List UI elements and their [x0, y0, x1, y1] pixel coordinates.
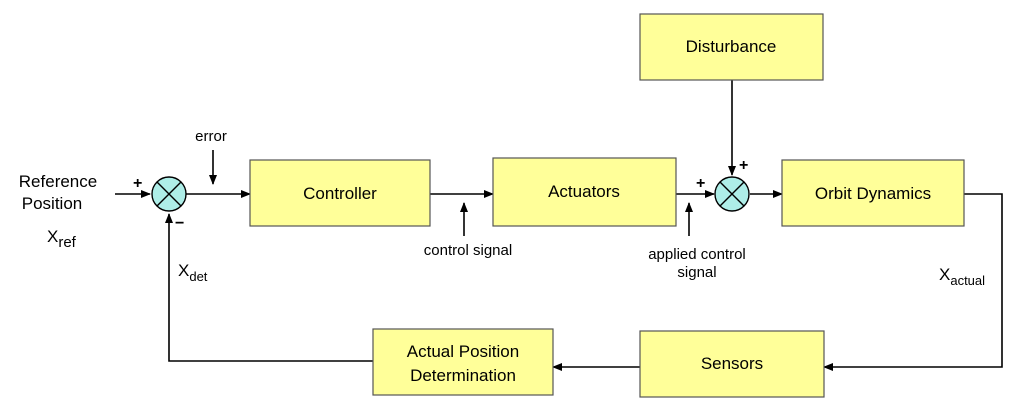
actual-position-determination-block: Actual Position Determination — [372, 328, 554, 396]
connectors — [115, 80, 1003, 371]
sum2-plus-left-sign: + — [696, 175, 705, 192]
error-label: error — [195, 128, 227, 145]
x-det-label: Xdet — [178, 261, 208, 284]
disturbance-label: Disturbance — [686, 37, 777, 56]
summing-junction-2 — [714, 176, 750, 212]
actual-position-label-line1: Actual Position — [407, 342, 519, 361]
sensors-label: Sensors — [701, 354, 763, 373]
reference-label-line1: Reference — [19, 172, 97, 191]
sum1-plus-sign: + — [133, 175, 142, 192]
actual-position-feedback-arrow — [823, 193, 1003, 371]
applied-control-label-line2: signal — [677, 264, 716, 281]
sensors-block: Sensors — [639, 330, 825, 398]
actuators-block: Actuators — [492, 157, 677, 227]
orbit-dynamics-block: Orbit Dynamics — [781, 159, 965, 227]
sum1-minus-sign: − — [175, 215, 184, 232]
determined-position-feedback-arrow — [165, 213, 373, 362]
controller-label: Controller — [303, 184, 377, 203]
summing-junction-1 — [151, 176, 187, 212]
applied-control-label-line1: applied control — [648, 246, 746, 263]
x-ref-label: Xref — [47, 227, 77, 251]
orbit-dynamics-label: Orbit Dynamics — [815, 184, 931, 203]
control-signal-label: control signal — [424, 242, 512, 259]
controller-block: Controller — [249, 159, 431, 227]
x-actual-label: Xactual — [939, 265, 985, 288]
disturbance-block: Disturbance — [639, 13, 824, 81]
sum2-plus-top-sign: + — [739, 157, 748, 174]
actual-position-label-line2: Determination — [410, 366, 516, 385]
actuators-label: Actuators — [548, 182, 620, 201]
reference-label-line2: Position — [22, 194, 82, 213]
